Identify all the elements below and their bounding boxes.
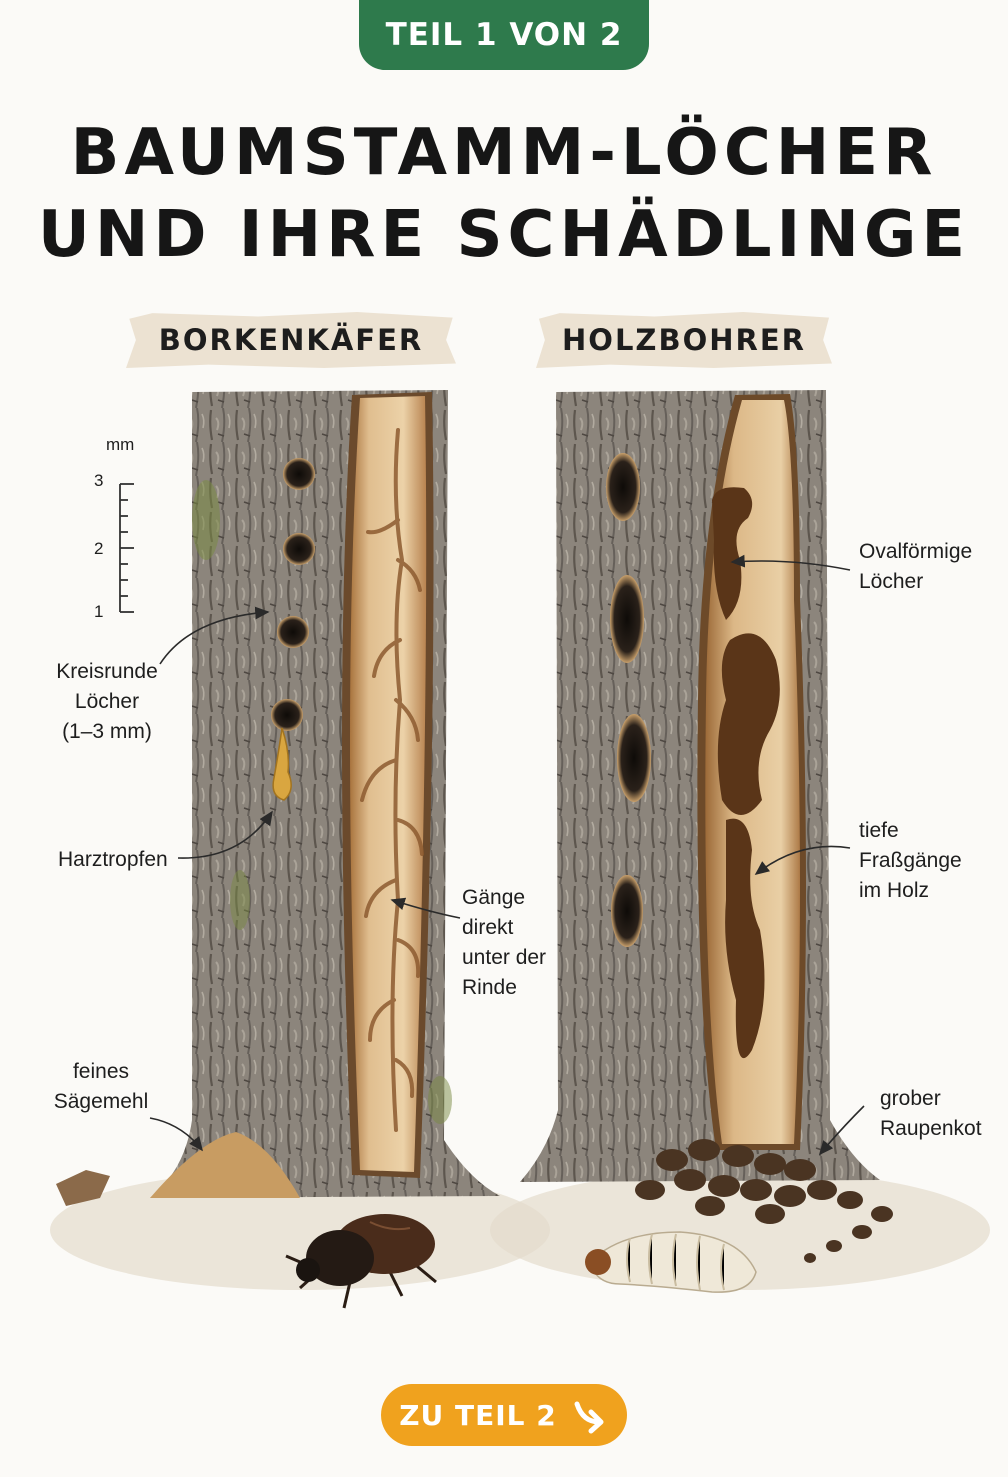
oval-hole: [606, 453, 640, 521]
label-deep-tunnels: tiefe Fraßgänge im Holz: [859, 819, 962, 902]
label-fine-sawdust: feines Sägemehl: [53, 1060, 149, 1113]
scale-tick-2: 2: [94, 539, 104, 558]
wood-borer-trunk: [520, 390, 893, 1293]
bark-beetle: [285, 1214, 437, 1309]
page-title-line-1: BAUMSTAMM-LÖCHER: [70, 116, 938, 190]
mm-scale: [119, 483, 134, 613]
label-round-holes: Kreisrunde Löcher (1–3 mm): [56, 660, 158, 743]
scale-tick-3: 3: [94, 471, 104, 490]
label-resin-drops: Harztropfen: [58, 848, 168, 871]
round-hole: [271, 699, 303, 731]
larva: [585, 1231, 757, 1293]
scale-unit: mm: [106, 435, 135, 454]
next-part-button-label: ZU TEIL 2: [399, 1398, 557, 1432]
oval-hole: [617, 714, 651, 802]
page-title-line-2: UND IHRE SCHÄDLINGE: [37, 198, 971, 272]
round-hole: [283, 533, 315, 565]
part-badge: TEIL 1 VON 2: [359, 0, 649, 70]
heading-banner-wood-borer: HOLZBOHRER: [536, 312, 832, 368]
feeding-tunnel: [712, 487, 780, 1059]
heading-banner-bark-beetle: BORKENKÄFER: [126, 312, 456, 368]
resin-drop: [272, 727, 292, 801]
sawdust-pile: [150, 1132, 300, 1198]
bark-chip: [56, 1170, 110, 1206]
scale-tick-1: 1: [94, 602, 104, 621]
oval-hole: [611, 875, 643, 947]
label-coarse-frass: grober Raupenkot: [880, 1087, 982, 1140]
next-part-button[interactable]: ZU TEIL 2: [381, 1384, 627, 1446]
round-hole: [283, 458, 315, 490]
label-galleries: Gänge direkt unter der Rinde: [462, 886, 547, 999]
bark-beetle-trunk: [56, 390, 500, 1206]
frass-pellets: [635, 1139, 893, 1263]
oval-hole: [610, 575, 644, 663]
label-oval-holes: Ovalförmige Löcher: [859, 540, 973, 593]
round-hole: [277, 616, 309, 648]
arrow-down-right-icon: [574, 1401, 604, 1434]
